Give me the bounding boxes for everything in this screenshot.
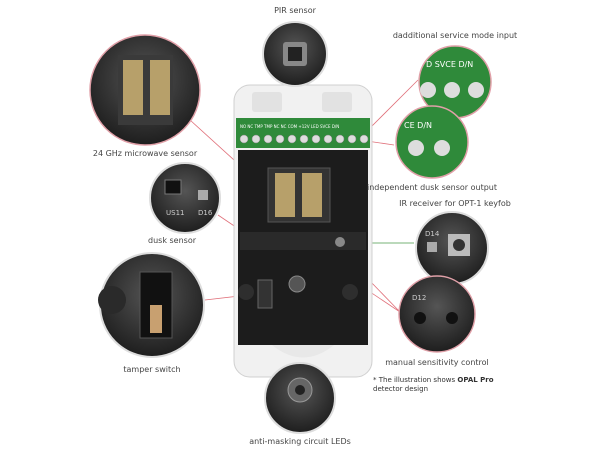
terminal-labels: NO NC TMP TMP NC NC COM +12V LED SVCE D/… [240,124,339,129]
zoom-terminal-labels-2: CE D/N [404,121,432,130]
illustration-note: * The illustration shows OPAL Pro detect… [373,376,494,394]
terminal-block [236,118,370,148]
label-dusk-sensor: dusk sensor [148,236,197,245]
label-pir: PIR sensor [274,6,317,15]
zoom-tamper: tamper switch [98,252,205,374]
zoom-pir: PIR sensor [262,6,328,87]
note-product: OPAL Pro [457,376,494,384]
zoom-ir-receiver: D14 IR receiver for OPT-1 keyfob [399,199,511,285]
zoom-dusk-output: CE D/N independent dusk sensor output [367,105,497,192]
label-tamper: tamper switch [123,365,180,374]
label-anti-masking: anti-masking circuit LEDs [249,437,351,446]
zoom-terminal-labels: D SVCE D/N [426,60,473,69]
label-ir-receiver: IR receiver for OPT-1 keyfob [399,199,511,208]
mark-d14: D14 [425,230,440,238]
detector-device: NO NC TMP TMP NC NC COM +12V LED SVCE D/… [233,84,373,378]
zoom-dusk-sensor: US11 D16 dusk sensor [148,162,221,245]
zoom-service-mode: D SVCE D/N dadditional service mode inpu… [393,31,517,119]
mark-d16: D16 [198,209,213,217]
zoom-sensitivity: D12 manual sensitivity control [385,275,489,367]
zoom-anti-masking: anti-masking circuit LEDs [249,362,351,446]
label-microwave: 24 GHz microwave sensor [93,149,198,158]
mark-d12: D12 [412,294,426,302]
zoom-microwave: 24 GHz microwave sensor [89,34,201,158]
label-dusk-output: independent dusk sensor output [367,183,497,192]
label-service-mode: dadditional service mode input [393,31,517,40]
label-sensitivity: manual sensitivity control [385,358,489,367]
note-suffix: detector design [373,385,429,393]
note-prefix: * The illustration shows [373,376,458,384]
mark-us11: US11 [166,209,184,217]
